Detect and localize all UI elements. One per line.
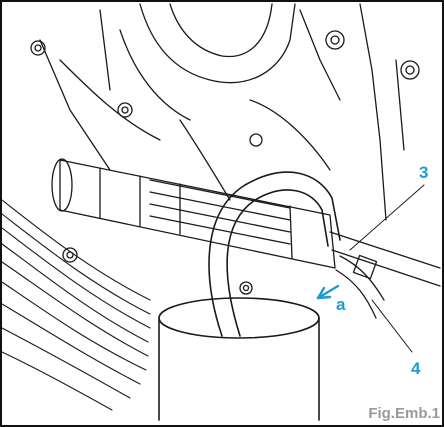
callout-a: a (336, 295, 346, 314)
leader-lines (349, 184, 425, 353)
bolts (30, 30, 420, 295)
upper-housing (39, 3, 405, 221)
hose-coils (1, 199, 151, 411)
arrow-a (316, 284, 340, 300)
figure-label: Fig.Emb.1 (368, 405, 440, 422)
pipe-line (329, 231, 441, 319)
clutch-cylinder (51, 158, 336, 269)
bleed-hose (208, 171, 341, 337)
bleed-jar (158, 297, 320, 421)
callout-3: 3 (419, 163, 429, 182)
callout-4: 4 (411, 359, 421, 378)
